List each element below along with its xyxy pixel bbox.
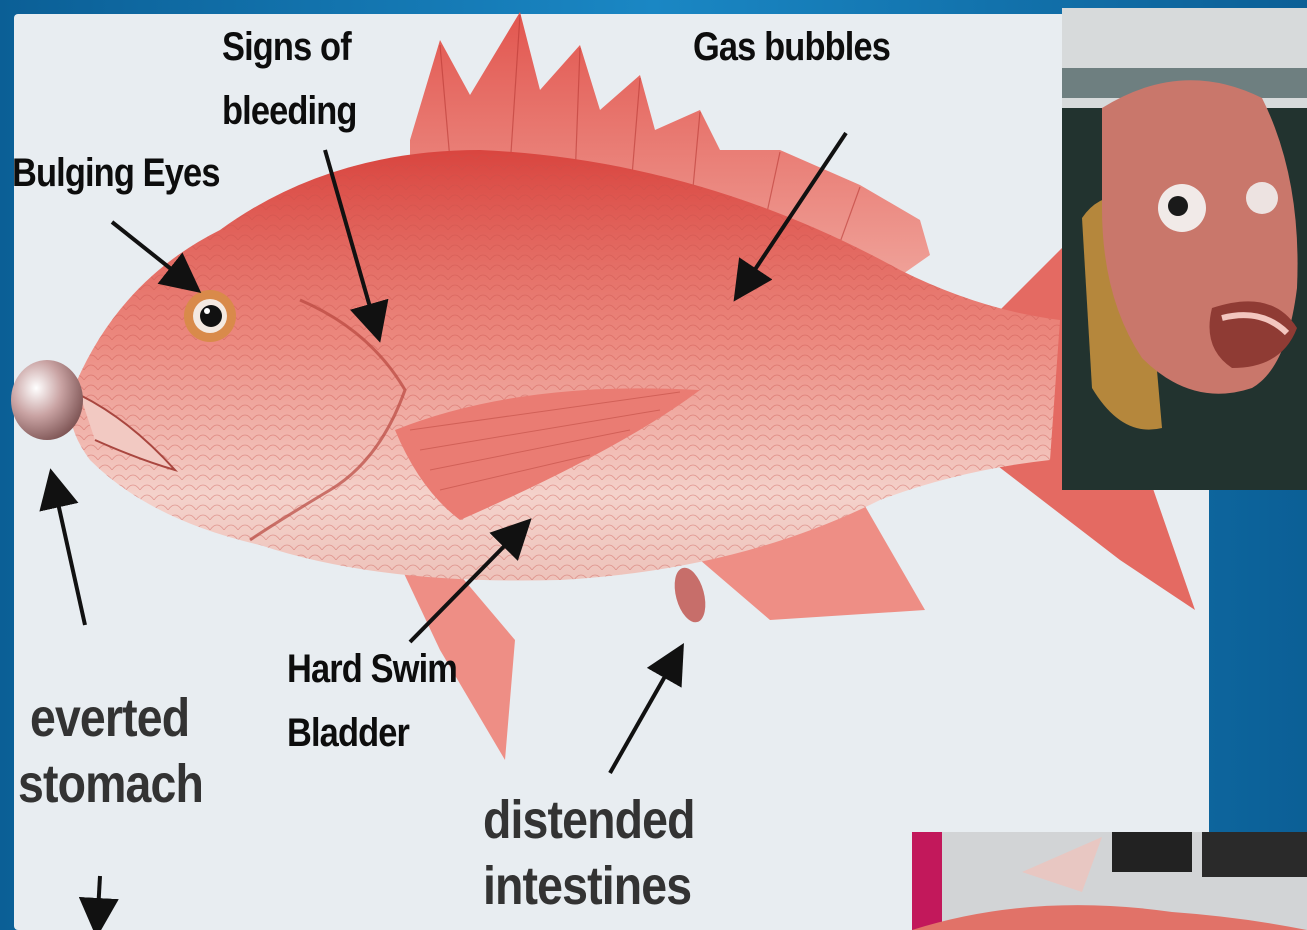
distended-intestines-label-line2: intestines	[483, 854, 691, 919]
hard-swim-bladder-label-line2: Bladder	[287, 710, 409, 756]
signs-of-bleeding-label-line1: Signs of	[222, 24, 351, 70]
gas-bubbles-label: Gas bubbles	[693, 24, 890, 70]
everted-stomach-label-line2: stomach	[18, 752, 203, 817]
distended-intestine	[669, 564, 711, 625]
snapper-head-photo	[1062, 8, 1307, 490]
snapper-on-deck-photo	[912, 832, 1307, 930]
bulging-eyes-label: Bulging Eyes	[12, 150, 220, 196]
eye-icon	[184, 290, 236, 342]
everted-stomach	[11, 360, 83, 440]
hard-swim-bladder-label-line1: Hard Swim	[287, 646, 457, 692]
distended-intestines-label-line1: distended	[483, 788, 695, 853]
everted-stomach-label-line1: everted	[30, 686, 189, 751]
signs-of-bleeding-label-line2: bleeding	[222, 88, 357, 134]
